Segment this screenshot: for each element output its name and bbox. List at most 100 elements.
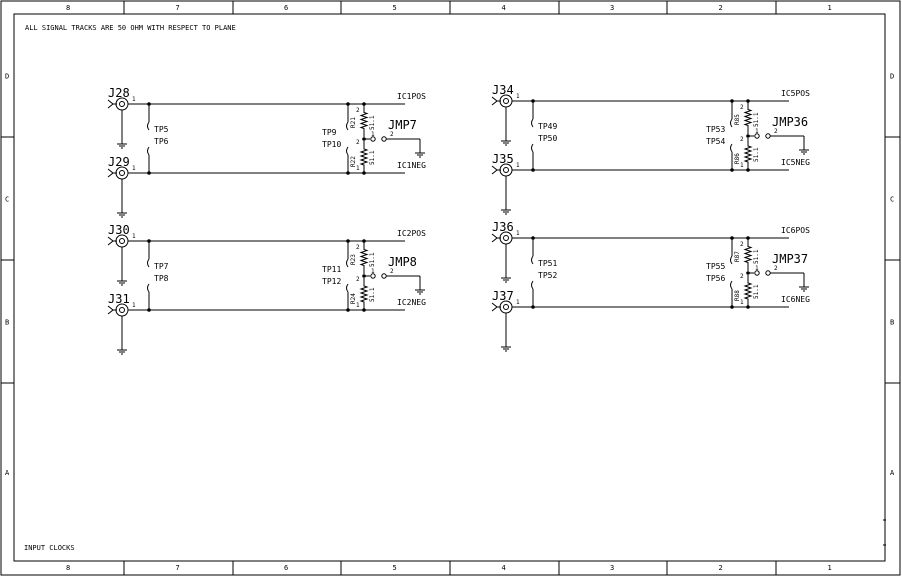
test-point-label: TP12 [322, 277, 341, 286]
circuit-block: J28J2911IC1POSIC1NEGTP5TP6TP9TP10R21R225… [107, 86, 426, 218]
connector-ref-top: J28 [108, 86, 130, 100]
coax-connector-inner [503, 98, 509, 104]
resistor-symbol [743, 275, 753, 307]
zone-label-top: 7 [176, 4, 180, 12]
net-label-neg: IC1NEG [397, 161, 426, 170]
jumper-ref: JMP7 [388, 118, 417, 132]
connector-arrow [491, 96, 498, 106]
jumper-pin [765, 133, 771, 139]
pin-number: 2 [390, 131, 394, 138]
test-point-label: TP56 [706, 274, 725, 283]
jumper-pin [381, 136, 387, 142]
pin-number: 1 [132, 302, 136, 309]
resistor-symbol [359, 141, 369, 173]
test-point-symbol [147, 146, 150, 156]
test-point-label: TP8 [154, 274, 169, 283]
pin-number: 1 [740, 299, 744, 306]
pin-number: 1 [371, 268, 375, 275]
connector-arrow [491, 165, 498, 175]
resistor-ref: R22 [350, 156, 357, 167]
jumper-ref: JMP8 [388, 255, 417, 269]
test-point-label: TP50 [538, 134, 557, 143]
pin-number: 2 [356, 276, 360, 283]
resistor-value: 51.1 [753, 147, 760, 162]
zone-label-top: 5 [393, 4, 397, 12]
test-point-label: TP6 [154, 137, 169, 146]
resistor-ref: R21 [350, 117, 357, 128]
pin-number: 1 [356, 165, 360, 172]
resistor-ref: R85 [734, 114, 741, 125]
connector-ref-bottom: J29 [108, 155, 130, 169]
pin-number: 2 [390, 268, 394, 275]
jumper-pin [765, 270, 771, 276]
circuit-blocks: J28J2911IC1POSIC1NEGTP5TP6TP9TP10R21R225… [107, 83, 810, 355]
test-point-label: TP51 [538, 259, 557, 268]
zone-label-top: 1 [828, 4, 832, 12]
pin-number: 1 [356, 302, 360, 309]
circuit-block: J36J3711IC6POSIC6NEGTP51TP52TP55TP56R87R… [491, 220, 810, 352]
pin-number: 1 [516, 162, 520, 169]
pin-number: 1 [371, 131, 375, 138]
resistor-value: 51.1 [369, 150, 376, 165]
zone-label-left: C [5, 196, 9, 204]
test-point-symbol [147, 283, 150, 293]
test-point-label: TP54 [706, 137, 725, 146]
test-point-symbol [346, 283, 349, 293]
test-point-symbol [346, 121, 349, 131]
pin-number: 2 [356, 139, 360, 146]
test-point-label: TP49 [538, 122, 557, 131]
coax-connector-inner [119, 307, 125, 313]
zone-label-top: 6 [284, 4, 288, 12]
resistor-ref: R88 [734, 290, 741, 301]
resistor-value: 51.1 [369, 252, 376, 267]
pin-number: 2 [740, 136, 744, 143]
test-point-label: TP9 [322, 128, 337, 137]
pin-number: 1 [132, 233, 136, 240]
connector-ref-bottom: J37 [492, 289, 514, 303]
jumper-ref: JMP36 [772, 115, 808, 129]
zone-label-bottom: 7 [176, 564, 180, 572]
test-point-symbol [531, 255, 534, 265]
jumper-ref: JMP37 [772, 252, 808, 266]
connector-arrow [107, 99, 114, 109]
pin-number: 1 [740, 162, 744, 169]
test-point-label: TP7 [154, 262, 169, 271]
resistor-value: 51.1 [753, 249, 760, 264]
connector-arrow [491, 302, 498, 312]
coax-connector-inner [503, 235, 509, 241]
pin-number: 1 [755, 128, 759, 135]
connector-ref-bottom: J35 [492, 152, 514, 166]
connector-ref-bottom: J31 [108, 292, 130, 306]
net-label-pos: IC6POS [781, 226, 810, 235]
connector-arrow [107, 305, 114, 315]
test-point-symbol [147, 258, 150, 268]
coax-connector-inner [503, 167, 509, 173]
zone-label-bottom: 2 [719, 564, 723, 572]
zone-label-right: B [890, 319, 894, 327]
jumper-pin [381, 273, 387, 279]
test-point-label: TP53 [706, 125, 725, 134]
zone-label-top: 3 [610, 4, 614, 12]
resistor-symbol [359, 104, 369, 137]
jumper-pin [370, 273, 376, 279]
test-point-symbol [147, 121, 150, 131]
pin-number: 1 [516, 93, 520, 100]
resistor-value: 51.1 [753, 284, 760, 299]
resistor-symbol [359, 278, 369, 310]
resistor-value: 51.1 [369, 115, 376, 130]
resistor-ref: R86 [734, 153, 741, 164]
net-label-neg: IC5NEG [781, 158, 810, 167]
zone-label-bottom: 5 [393, 564, 397, 572]
coax-connector-inner [503, 304, 509, 310]
coax-connector-inner [119, 238, 125, 244]
pin-number: 1 [132, 165, 136, 172]
pin-number: 1 [516, 299, 520, 306]
resistor-ref: R23 [350, 254, 357, 265]
connector-ref-top: J34 [492, 83, 514, 97]
jumper-pin [754, 270, 760, 276]
test-point-label: TP5 [154, 125, 169, 134]
test-point-symbol [346, 258, 349, 268]
